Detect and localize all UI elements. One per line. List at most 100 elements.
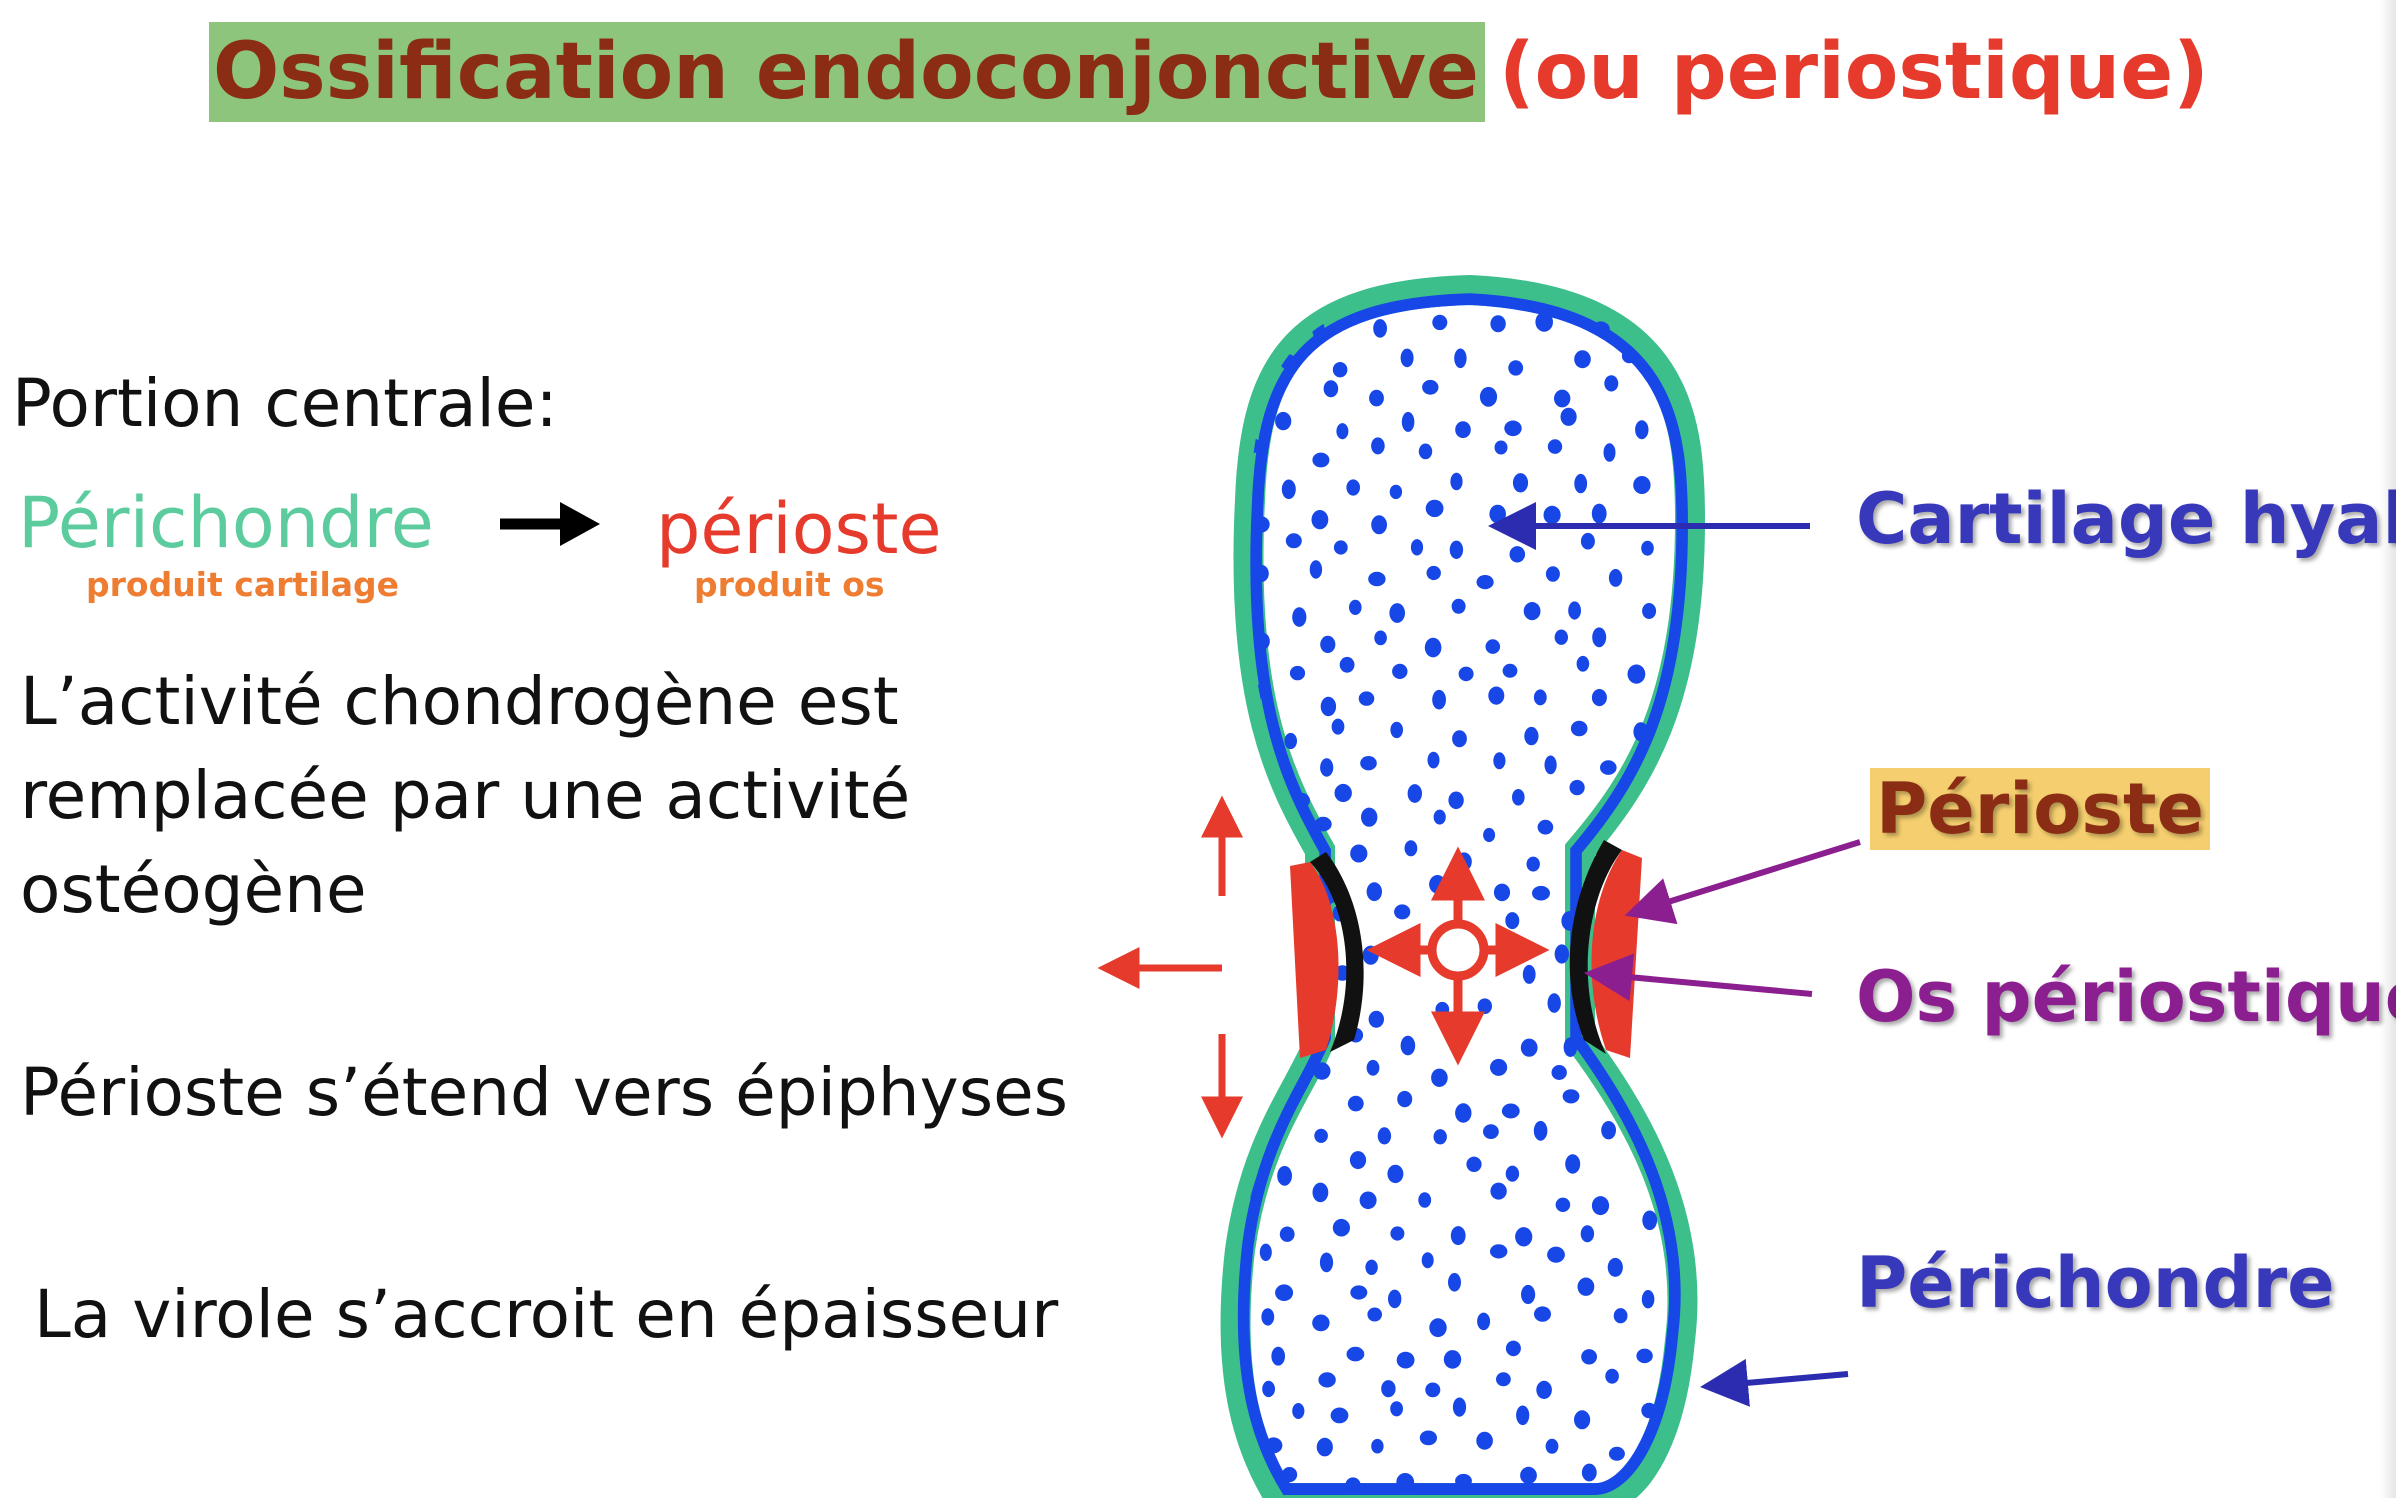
perioste-note: produit os [694,565,885,604]
chondrocyte-dot [1314,1128,1328,1143]
chondrocyte-dot [1504,420,1522,437]
chondrocyte-dot [1600,760,1617,775]
chondrocyte-dot [1448,791,1464,810]
chondrocyte-dot [1520,1466,1537,1484]
chondrocyte-dot [1534,1306,1551,1322]
chondrocyte-dot [1381,1380,1396,1398]
chondrocyte-dot [1418,443,1433,460]
edge-shadow [2380,0,2396,1498]
chondrocyte-dot [1426,565,1441,581]
chondrocyte-dot [1605,1368,1619,1384]
virole-text: La virole s’accroit en épaisseur [34,1276,1059,1353]
chondrocyte-dot [1532,885,1550,901]
chondrocyte-dot [1568,601,1581,620]
portion-centrale-heading: Portion centrale: [12,365,558,442]
chondrocyte-dot [1265,871,1280,887]
chondrocyte-dot [1455,1473,1472,1488]
extension-text: Périoste s’étend vers épiphyses [20,1054,1069,1131]
chondrocyte-dot [1592,321,1610,337]
chondrocyte-dot [1397,1090,1413,1108]
chondrocyte-dot [1368,1010,1385,1028]
chondrocyte-dot [1509,546,1526,563]
chondrocyte-dot [1292,792,1310,809]
chondrocyte-dot [1318,1372,1336,1388]
chondrocyte-dot [1505,912,1520,930]
chondrocyte-dot [1394,904,1411,920]
chondrocyte-dot [1490,1058,1508,1076]
chondrocyte-dot [1284,732,1297,750]
chondrocyte-dot [1432,689,1446,710]
chondrocyte-dot [1320,758,1334,777]
chondrocyte-dot [1279,1226,1295,1242]
chondrocyte-dot [1533,1120,1548,1141]
chondrocyte-dot [1490,1244,1508,1259]
chondrocyte-dot [1483,1124,1499,1139]
chondrocyte-dot [1551,1065,1567,1080]
chondrocyte-dot [1560,407,1577,426]
chondrocyte-dot [1425,1382,1441,1398]
chondrocyte-dot [1502,663,1518,678]
chondrocyte-dot [1537,819,1554,835]
os-pointer-arrow [1584,953,1813,1002]
chondrocyte-dot [1349,599,1362,616]
chondrocyte-dot [1592,627,1607,648]
right-arrow-icon [500,502,600,546]
chondrocyte-dot [1429,1318,1447,1338]
periosteal-collar-left [1290,852,1364,1058]
chondrocyte-dot [1431,1068,1448,1088]
chondrocyte-dot [1479,386,1498,407]
chondrocyte-dot [1418,1192,1432,1208]
chondrocyte-dot [1489,504,1506,524]
chondrocyte-dot [1455,421,1471,439]
chondrocyte-dot [1285,533,1302,549]
label-perichondre: Périchondre [1856,1242,2335,1324]
perioste-pointer-arrow [1624,839,1861,925]
chondrocyte-dot [1608,569,1623,587]
chondrocyte-dot [1493,883,1511,902]
chondrocyte-dot [1330,1407,1349,1424]
chondrocyte-dot [1521,1284,1536,1305]
chondrocyte-dot [1574,473,1588,494]
chondrocyte-dot [1252,516,1270,533]
chondrocyte-dot [1533,689,1547,706]
chondrocyte-dot [1515,1227,1533,1247]
chondrocyte-dot [1477,998,1493,1014]
chondrocyte-dot [1451,598,1466,614]
chondrocyte-dot [1476,1431,1493,1450]
chondrocyte-dot [1591,503,1607,524]
chondrocyte-dot [1577,1277,1595,1296]
chondrocyte-dot [1562,1089,1580,1104]
chondrocyte-dot [1367,1307,1382,1322]
chondrocyte-dot [1270,849,1287,868]
chondrocyte-dot [1312,1314,1330,1332]
chondrocyte-dot [1311,510,1329,530]
perichondre-term: Périchondre [18,482,434,564]
chondrocyte-dot [1554,944,1570,964]
chondrocyte-dot [1512,789,1525,806]
title-main: Ossification endoconjonctive [209,22,1485,122]
chondrocyte-dot [1433,1129,1447,1145]
chondrocyte-dot [1641,540,1654,556]
chondrocyte-dot [1275,411,1292,431]
chondrocyte-dot [1523,602,1541,621]
chondrocyte-dot [1396,1351,1415,1369]
label-os-periostique: Os périostique [1856,956,2396,1038]
chondrocyte-dot [1505,1165,1520,1182]
chondrocyte-dot [1547,993,1561,1013]
chondrocyte-dot [1390,721,1403,739]
chondrocyte-dot [1555,1197,1571,1213]
chondrocyte-dot [1279,907,1294,922]
chondrocyte-dot [1627,664,1646,684]
chondrocyte-dot [1389,603,1405,623]
chondrocyte-dot [1259,1243,1272,1262]
chondrocyte-dot [1349,1151,1367,1170]
chondrocyte-dot [1271,973,1290,994]
chondrocyte-dot [1435,1001,1450,1017]
chondrocyte-dot [1365,1259,1378,1276]
chondrocyte-dot [1350,1285,1368,1300]
chondrocyte-dot [1407,784,1423,803]
chondrocyte-dot [1455,1103,1472,1123]
chondrocyte-dot [1574,1410,1591,1430]
chondrocyte-dot [1570,720,1588,737]
chondrocyte-dot [1400,1035,1416,1056]
